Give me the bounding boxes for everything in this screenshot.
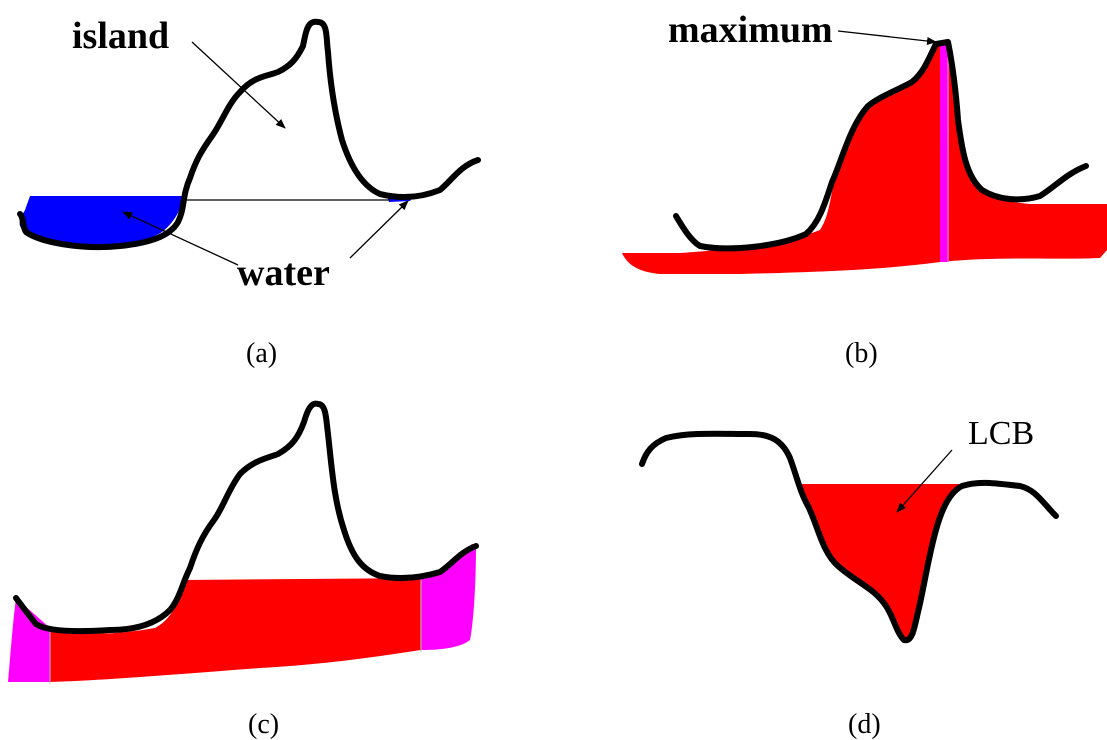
lcb-region xyxy=(797,484,960,640)
highlight-region-right xyxy=(421,544,476,650)
terrain-outline-b xyxy=(673,39,1089,252)
lcb-pointer xyxy=(896,449,953,513)
water-pointer-right xyxy=(349,200,409,259)
panel-b: maximum (b) xyxy=(622,9,1107,369)
maximum-column xyxy=(940,42,949,262)
water-region-left xyxy=(19,196,186,247)
maximum-pointer xyxy=(837,30,937,45)
caption-a: (a) xyxy=(246,338,277,369)
water-label: water xyxy=(237,252,330,294)
panel-a: island water (a) xyxy=(17,15,481,369)
caption-d: (d) xyxy=(848,709,881,740)
fill-region-c xyxy=(50,578,421,682)
terrain-outline-d xyxy=(639,430,1059,644)
fill-region-b xyxy=(622,42,1107,274)
terrain-outline-a xyxy=(17,18,481,251)
panel-c: (c) xyxy=(8,400,479,740)
caption-b: (b) xyxy=(845,338,878,369)
island-label: island xyxy=(72,15,169,57)
lcb-label: LCB xyxy=(968,415,1034,452)
terrain-outline-c xyxy=(13,400,479,635)
caption-c: (c) xyxy=(248,709,279,740)
water-pointer-left xyxy=(122,211,239,266)
highlight-region-left xyxy=(8,598,50,682)
maximum-label: maximum xyxy=(668,9,833,51)
island-pointer xyxy=(191,41,286,129)
panel-d: LCB (d) xyxy=(639,415,1059,740)
